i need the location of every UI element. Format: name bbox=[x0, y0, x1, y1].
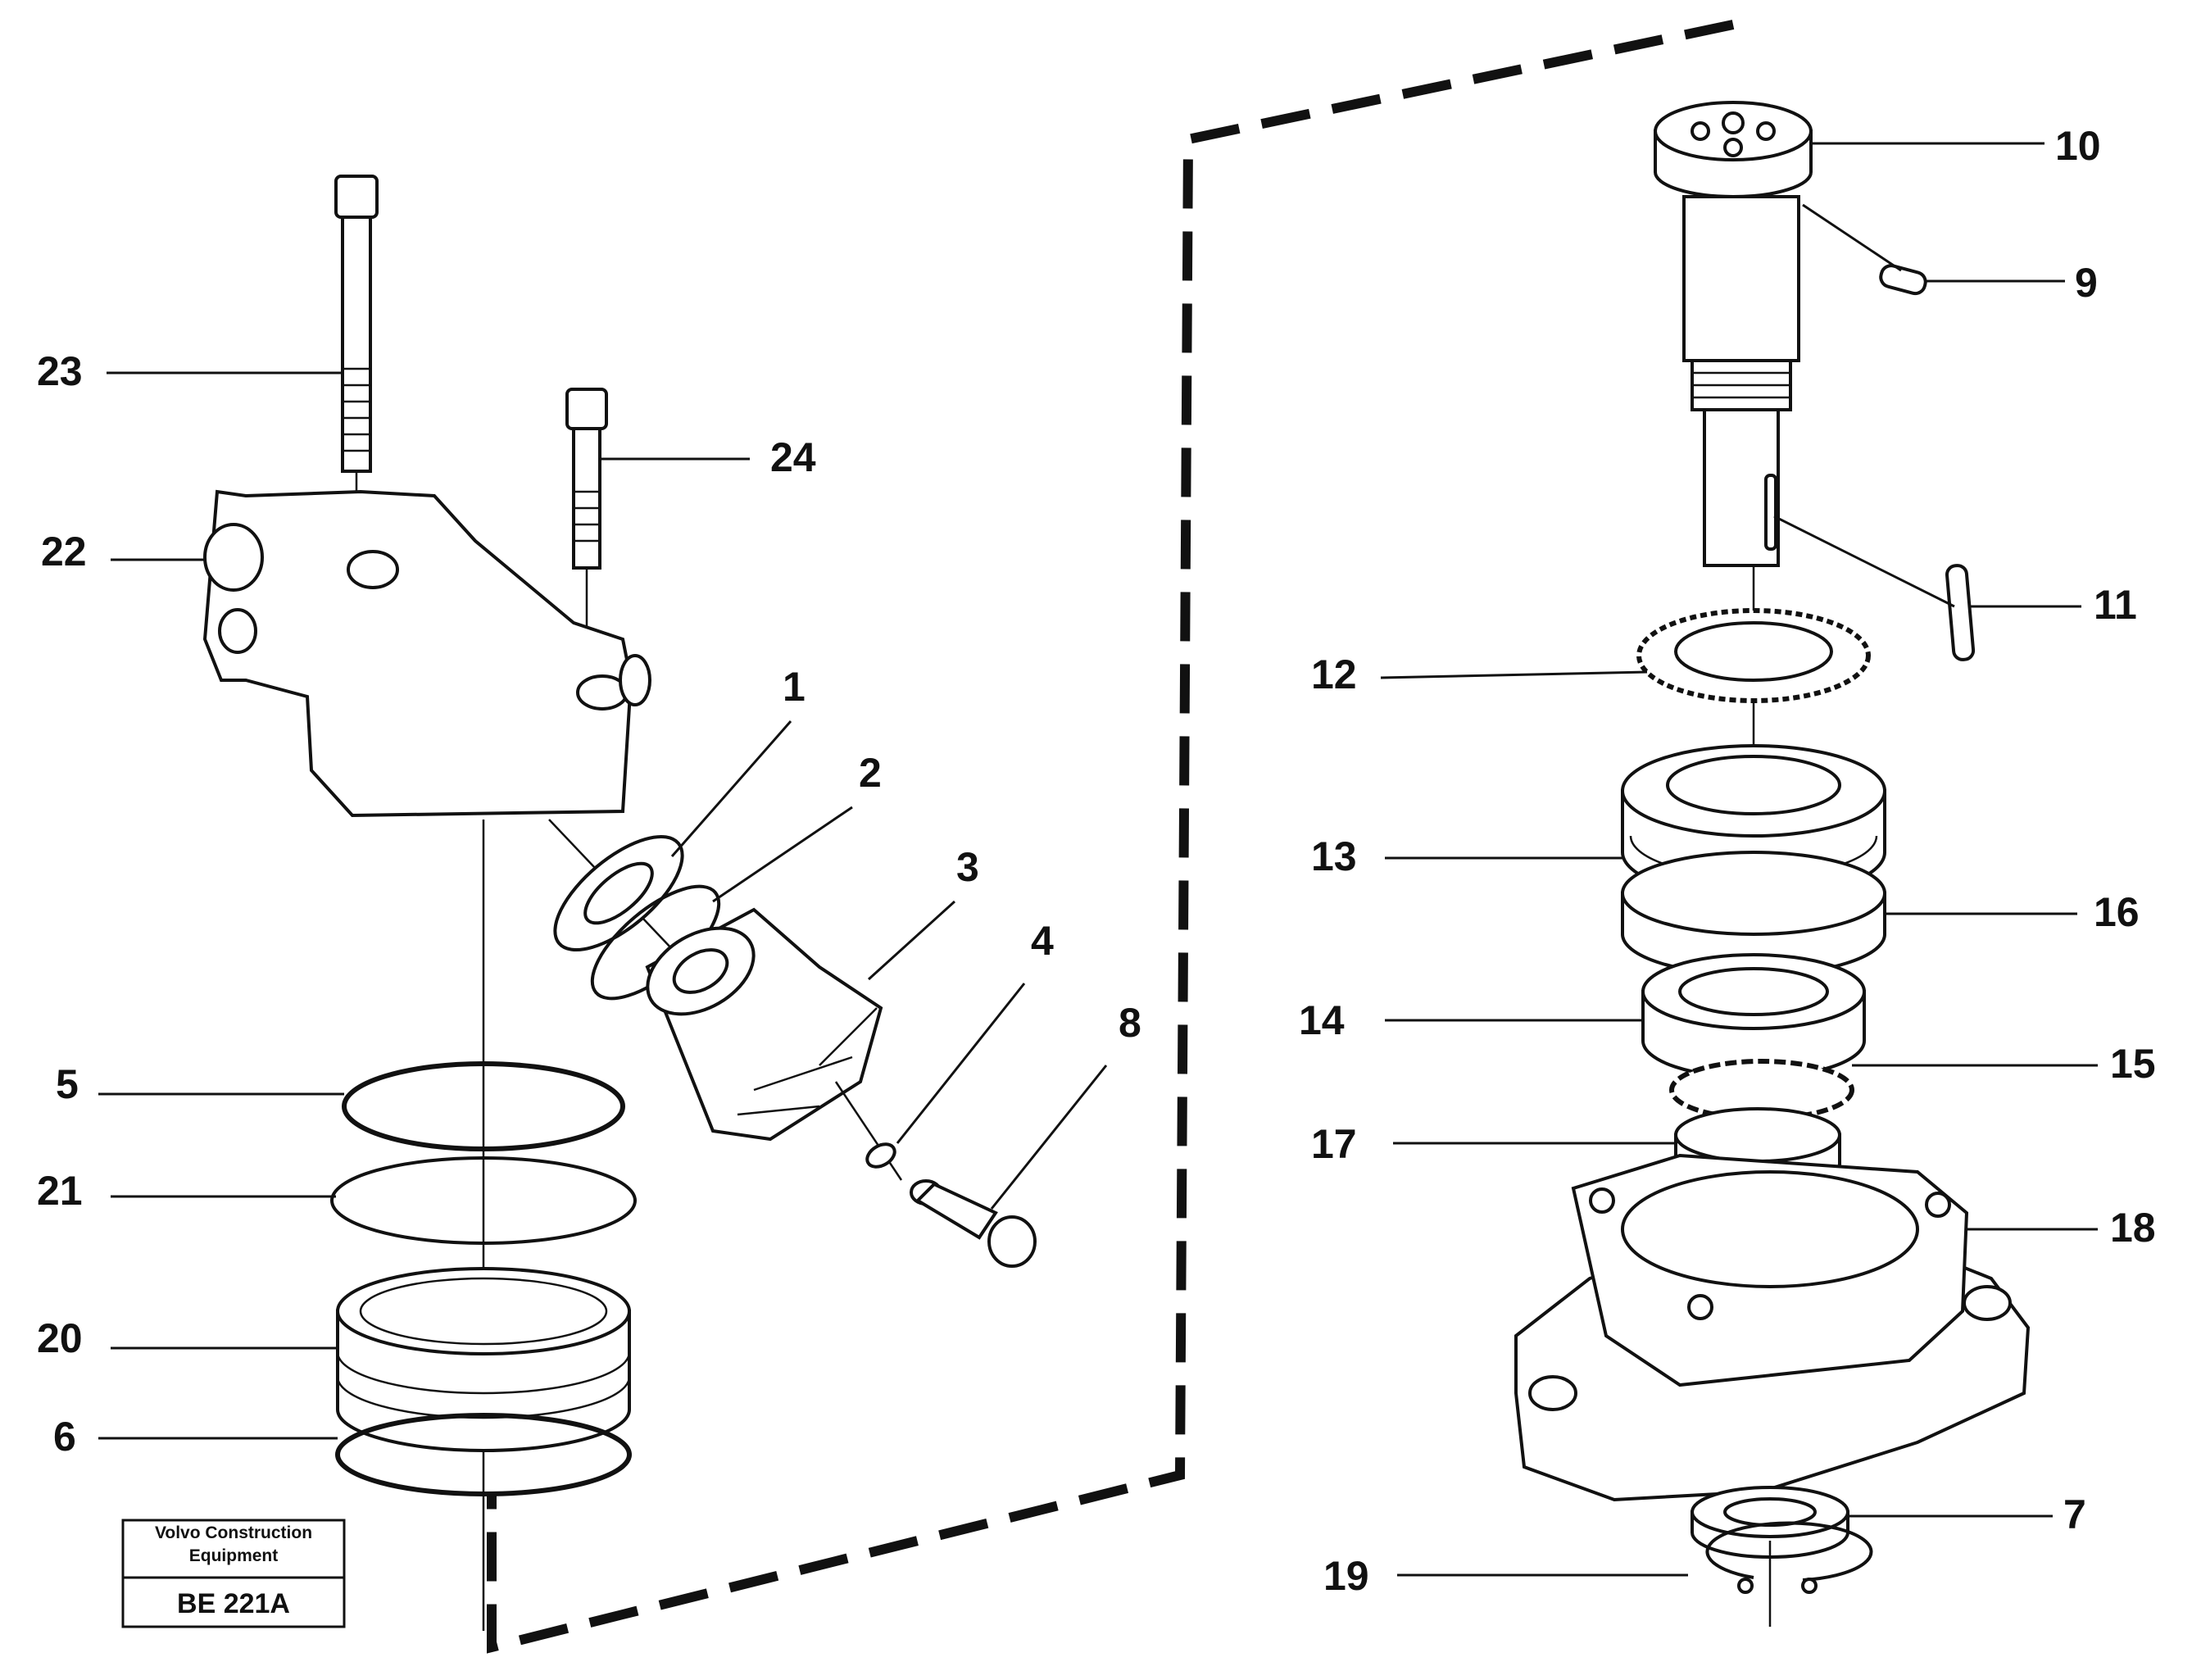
title-block-company-line1: Volvo Construction bbox=[155, 1523, 312, 1542]
callout-12: 12 bbox=[1311, 652, 1357, 697]
callout-7: 7 bbox=[2063, 1492, 2086, 1537]
bolt-24 bbox=[565, 388, 608, 680]
callout-14: 14 bbox=[1299, 997, 1345, 1043]
shaft-10 bbox=[1654, 101, 1813, 811]
title-block-company-line2: Equipment bbox=[189, 1546, 279, 1565]
callout-10: 10 bbox=[2055, 123, 2101, 169]
callout-24: 24 bbox=[770, 434, 816, 480]
pin-8 bbox=[910, 1179, 1037, 1268]
sleeve-20 bbox=[336, 1267, 631, 1452]
title-block: Volvo Construction Equipment BE 221A bbox=[121, 1519, 346, 1628]
callout-17: 17 bbox=[1311, 1121, 1357, 1167]
housing-18 bbox=[1514, 1153, 2031, 1502]
callout-6: 6 bbox=[53, 1414, 76, 1460]
callout-11: 11 bbox=[2094, 582, 2137, 628]
callout-22: 22 bbox=[41, 529, 87, 574]
callout-1: 1 bbox=[783, 664, 806, 710]
callout-19: 19 bbox=[1323, 1553, 1369, 1599]
callout-18: 18 bbox=[2110, 1205, 2156, 1251]
callout-13: 13 bbox=[1311, 833, 1357, 879]
gear-body-3 bbox=[645, 907, 883, 1142]
callout-labels: 1 2 3 4 8 23 24 22 5 21 20 6 10 9 11 12 … bbox=[37, 123, 2156, 1599]
callout-20: 20 bbox=[37, 1315, 83, 1361]
callout-8: 8 bbox=[1119, 1000, 1141, 1046]
ring-21 bbox=[330, 1156, 637, 1245]
callout-15: 15 bbox=[2110, 1041, 2156, 1087]
callout-23: 23 bbox=[37, 348, 83, 394]
circlip-19 bbox=[1705, 1521, 1873, 1594]
washer-4 bbox=[834, 1081, 903, 1181]
key-11 bbox=[1945, 564, 1976, 661]
housing-22 bbox=[202, 489, 651, 818]
callout-4: 4 bbox=[1031, 918, 1054, 964]
gear-ring-12 bbox=[1636, 608, 1871, 703]
ring-5 bbox=[342, 1061, 625, 1151]
leader-lines bbox=[98, 142, 2098, 1577]
disc-1 bbox=[548, 819, 706, 984]
callout-2: 2 bbox=[859, 750, 882, 796]
title-block-reference: BE 221A bbox=[177, 1588, 290, 1619]
callout-21: 21 bbox=[37, 1168, 83, 1214]
callout-3: 3 bbox=[956, 844, 979, 890]
callout-16: 16 bbox=[2094, 889, 2140, 935]
ring-16 bbox=[1621, 851, 1886, 977]
ring-6 bbox=[335, 1413, 632, 1496]
assembly-boundary-dashed bbox=[487, 20, 1735, 1654]
pin-9 bbox=[1879, 264, 1927, 296]
callout-9: 9 bbox=[2075, 260, 2098, 306]
callout-5: 5 bbox=[56, 1061, 79, 1107]
bearing-14 bbox=[1641, 953, 1866, 1079]
